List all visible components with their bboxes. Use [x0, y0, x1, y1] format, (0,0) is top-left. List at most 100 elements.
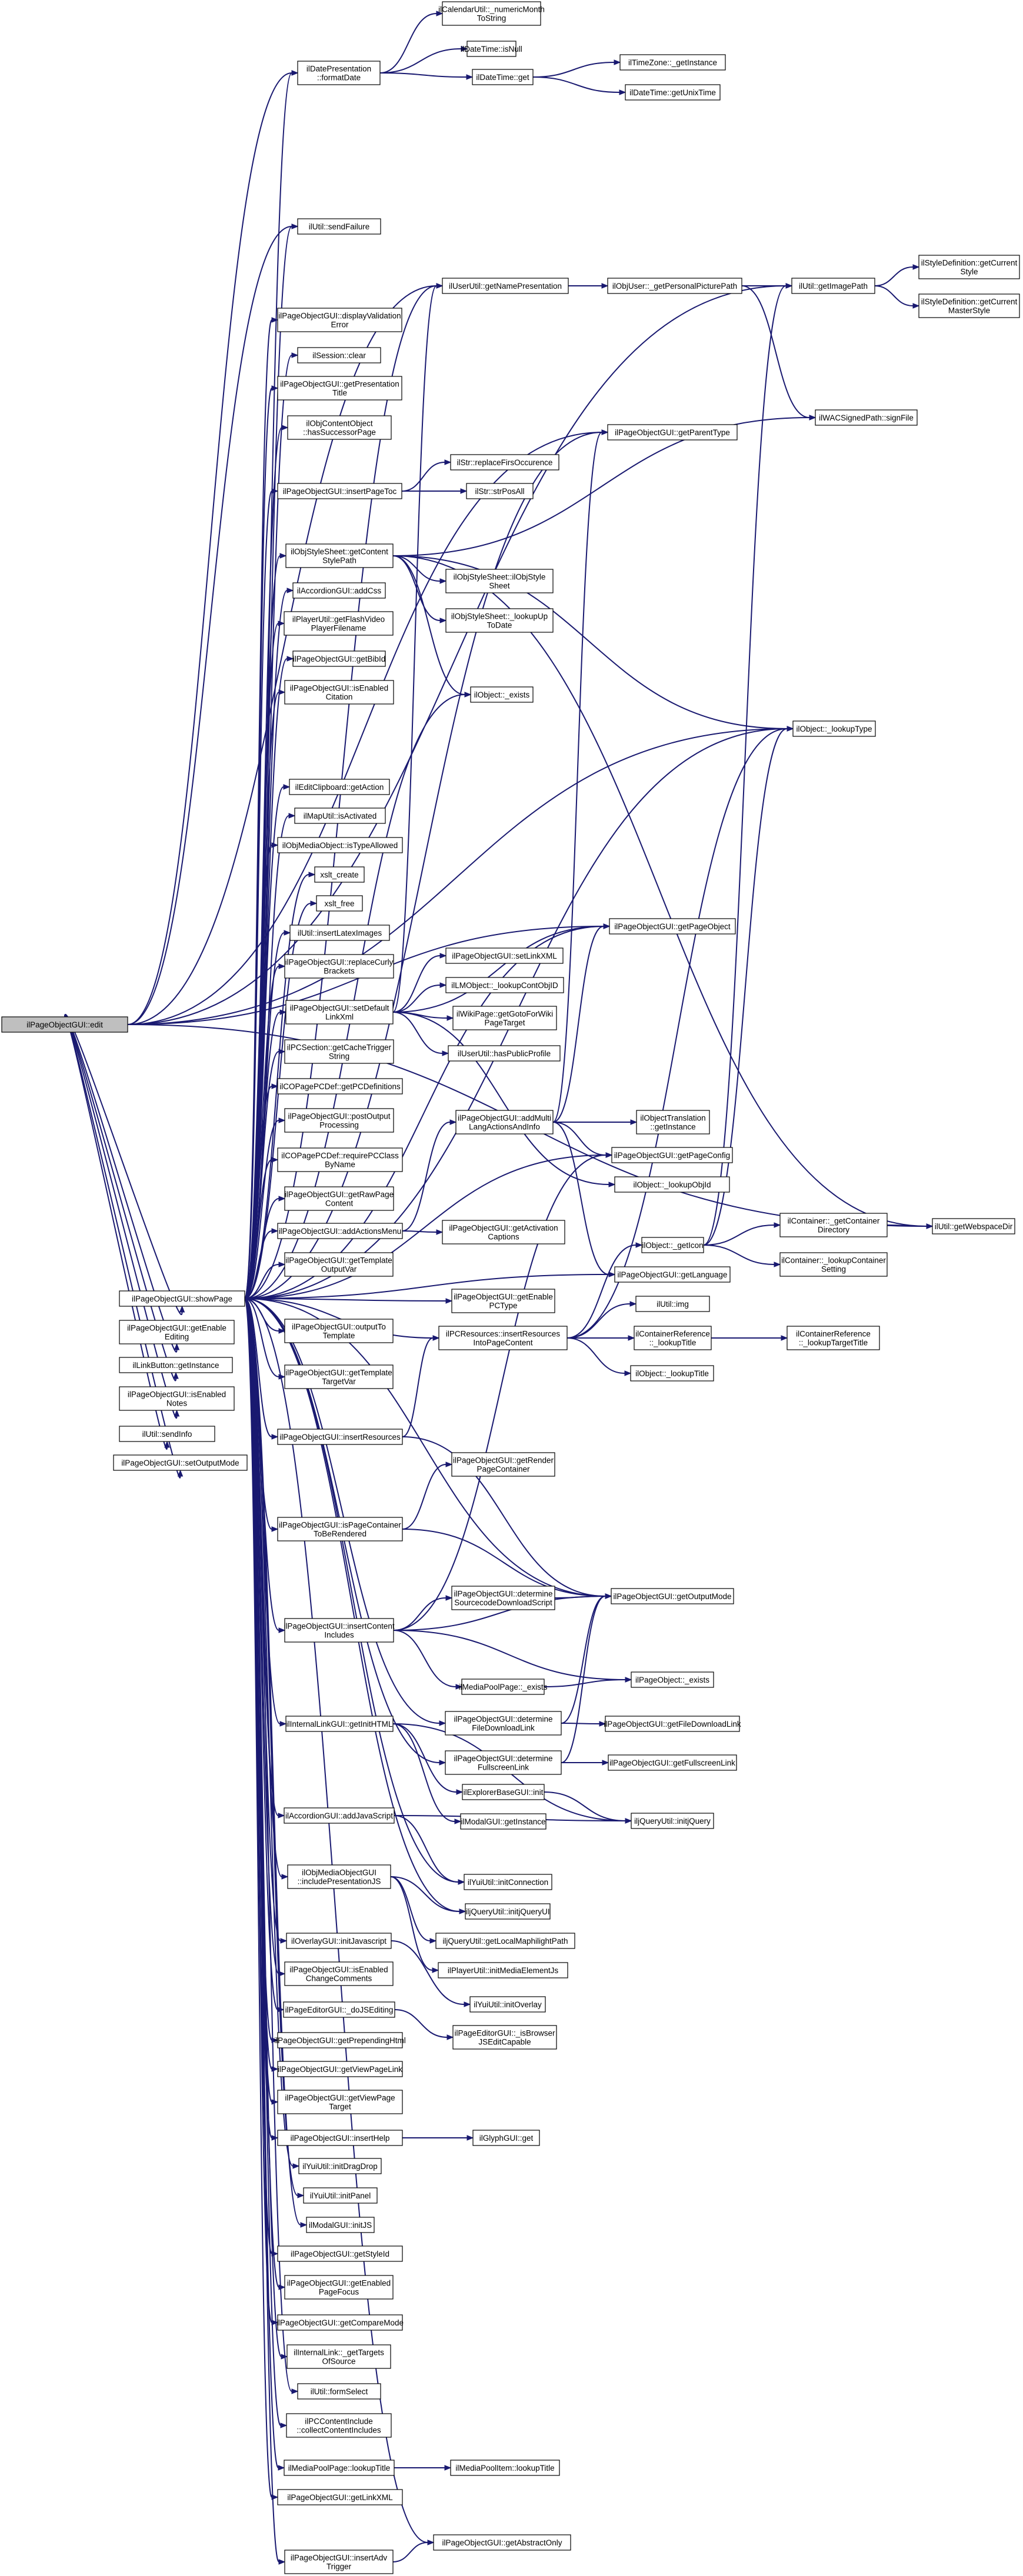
node-unixTime[interactable]: ilDateTime::getUnixTime	[625, 84, 721, 101]
node-lookupType[interactable]: ilObject::_lookupType	[792, 720, 876, 737]
node-compareMode[interactable]: ilPageObjectGUI::getCompareMode	[276, 2314, 404, 2331]
node-initConnection[interactable]: ilYuiUtil::initConnection	[464, 1874, 552, 1890]
node-lookupContObjID[interactable]: ilLMObject::_lookupContObjID	[445, 977, 564, 993]
node-pageObjectExists[interactable]: ilPageObject::_exists	[631, 1671, 714, 1688]
node-strReplace[interactable]: ilStr::replaceFirsOccurence	[450, 454, 559, 471]
node-getIcon[interactable]: ilObject::_getIcon	[641, 1237, 704, 1253]
node-wacSign[interactable]: ilWACSignedPath::signFile	[815, 409, 918, 426]
node-objectExists[interactable]: ilObject::_exists	[470, 686, 534, 703]
node-flashVideo[interactable]: ilPlayerUtil::getFlashVideoPlayerFilenam…	[284, 611, 394, 636]
node-includePresentationJS[interactable]: ilObjMediaObjectGUI::includePresentation…	[287, 1864, 391, 1889]
node-objectTranslation[interactable]: ilObjectTranslation::getInstance	[636, 1110, 710, 1134]
node-getFileDownloadLink[interactable]: ilPageObjectGUI::getFileDownloadLink	[604, 1716, 741, 1732]
node-exploreBaseInit[interactable]: ilExplorerBaseGUI::init	[462, 1784, 545, 1800]
node-getParentType[interactable]: ilPageObjectGUI::getParentType	[607, 424, 738, 441]
node-mediaPoolPageTitle[interactable]: ilMediaPoolPage::lookupTitle	[284, 2460, 395, 2476]
node-namePresentation[interactable]: ilUserUtil::getNamePresentation	[442, 278, 569, 294]
node-lookupObjId[interactable]: ilObject::_lookupObjId	[614, 1176, 730, 1193]
node-mediaElementJs[interactable]: ilPlayerUtil::initMediaElementJs	[438, 1962, 568, 1978]
node-setOutputMode[interactable]: ilPageObjectGUI::setOutputMode	[113, 1454, 248, 1471]
node-clipboardAction[interactable]: ilEditClipboard::getAction	[289, 779, 390, 795]
node-prependingHtml[interactable]: ilPageObjectGUI::getPrependingHtml	[274, 2032, 406, 2048]
node-accordionJs[interactable]: ilAccordionGUI::addJavaScript	[284, 1807, 395, 1824]
node-mediaPoolItemTitle[interactable]: ilMediaPoolItem::lookupTitle	[450, 2460, 560, 2476]
node-getPageObject[interactable]: ilPageObjectGUI::getPageObject	[609, 918, 736, 935]
node-webspaceDir[interactable]: ilUtil::getWebspaceDir	[932, 1218, 1015, 1234]
node-formatDate[interactable]: ilDatePresentation::formatDate	[297, 61, 381, 85]
node-initDragDrop[interactable]: ilYuiUtil::initDragDrop	[298, 2158, 382, 2174]
node-doJSEditing[interactable]: ilPageEditorGUI::_doJSEditing	[283, 2001, 395, 2018]
node-sourcecodeDownload[interactable]: ilPageObjectGUI::determineSourcecodeDown…	[451, 1586, 555, 1610]
node-formSelect[interactable]: ilUtil::formSelect	[297, 2383, 381, 2400]
node-initJQuery[interactable]: iljQueryUtil::initjQuery	[631, 1813, 714, 1829]
node-tzInstance[interactable]: ilTimeZone::_getInstance	[619, 54, 726, 71]
node-internalLinkInit[interactable]: ilInternalLinkGUI::getInitHTML	[285, 1716, 394, 1732]
node-sendFailure[interactable]: ilUtil::sendFailure	[297, 218, 381, 235]
node-getLanguage[interactable]: ilPageObjectGUI::getLanguage	[614, 1266, 731, 1283]
node-strPosAll[interactable]: ilStr::strPosAll	[466, 483, 534, 499]
node-getImagePath[interactable]: ilUtil::getImagePath	[791, 278, 875, 294]
node-xsltFree[interactable]: xslt_free	[316, 895, 363, 912]
node-edit[interactable]: ilPageObjectGUI::edit	[1, 1016, 128, 1033]
node-initPanel[interactable]: ilYuiUtil::initPanel	[303, 2187, 378, 2204]
node-dtIsNull[interactable]: ilDateTime::isNull	[461, 41, 522, 57]
node-utilImg[interactable]: ilUtil::img	[635, 1296, 710, 1312]
node-getOutputMode[interactable]: ilPageObjectGUI::getOutputMode	[611, 1588, 734, 1604]
node-containerRefTitle[interactable]: ilContainerReference::_lookupTitle	[634, 1326, 712, 1350]
node-addActionsMenu[interactable]: ilPageObjectGUI::addActionsMenu	[277, 1223, 403, 1239]
node-setLinkXML[interactable]: ilPageObjectGUI::setLinkXML	[445, 947, 564, 964]
node-viewPageLink[interactable]: ilPageObjectGUI::getViewPageLink	[277, 2061, 403, 2077]
node-containerRefTargetTitle[interactable]: ilContainerReference::_lookupTargetTitle	[787, 1326, 880, 1350]
node-pageConfig[interactable]: ilPageObjectGUI::getPageConfig	[611, 1147, 733, 1163]
node-abstractOnly[interactable]: ilPageObjectGUI::getAbstractOnly	[433, 2534, 571, 2551]
node-pcDefinitions[interactable]: ilCOPagePCDef::getPCDefinitions	[277, 1078, 403, 1095]
node-latexImages[interactable]: ilUtil::insertLatexImages	[289, 925, 390, 941]
node-multiLang[interactable]: ilPageObjectGUI::addMultiLangActionsAndI…	[455, 1110, 554, 1134]
node-accordionCss[interactable]: ilAccordionGUI::addCss	[292, 582, 386, 599]
node-mediaTypeAllowed[interactable]: ilObjMediaObject::isTypeAllowed	[277, 837, 403, 853]
node-xsltCreate[interactable]: xslt_create	[314, 866, 365, 883]
node-getBibId[interactable]: ilPageObjectGUI::getBibId	[292, 650, 386, 667]
node-modalInstance[interactable]: ilModalGUI::getInstance	[460, 1813, 547, 1830]
node-initOverlay[interactable]: ilYuiUtil::initOverlay	[469, 1996, 546, 2013]
node-modalInitJS[interactable]: ilModalGUI::initJS	[306, 2217, 375, 2233]
node-mediaPoolExists[interactable]: ilMediaPoolPage::_exists	[459, 1679, 548, 1695]
node-overlayInitJs[interactable]: ilOverlayGUI::initJavascript	[286, 1933, 392, 1949]
node-hasSuccessor[interactable]: ilObjContentObject::hasSuccessorPage	[287, 415, 392, 440]
node-sendInfo[interactable]: ilUtil::sendInfo	[119, 1426, 215, 1442]
node-dtGet[interactable]: ilDateTime::get	[472, 69, 534, 85]
node-linkButton[interactable]: ilLinkButton::getInstance	[119, 1357, 233, 1373]
node-maphilight[interactable]: iljQueryUtil::getLocalMaphilightPath	[435, 1933, 575, 1949]
